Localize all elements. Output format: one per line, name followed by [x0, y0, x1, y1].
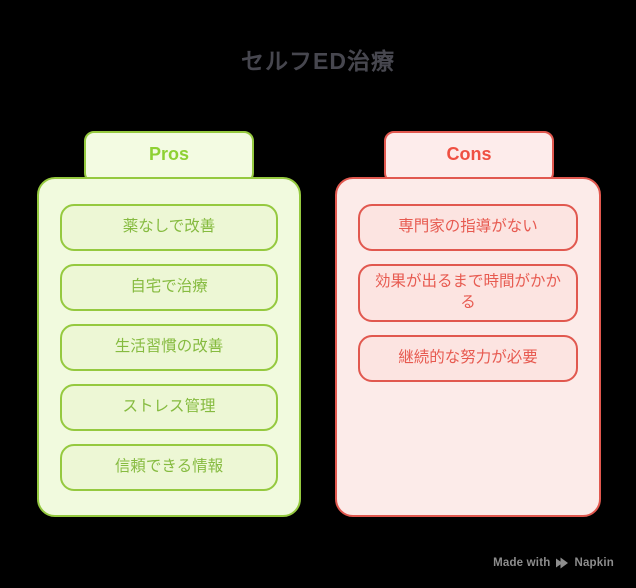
cons-card: 専門家の指導がない 効果が出るまで時間がかかる 継続的な努力が必要: [335, 177, 601, 517]
watermark-brand: Napkin: [574, 557, 614, 569]
pros-header-tab: Pros: [84, 131, 254, 183]
cons-header-tab: Cons: [384, 131, 554, 183]
pros-item: ストレス管理: [60, 384, 278, 431]
diagram-title: セルフED治療: [241, 48, 395, 74]
pros-header-label: Pros: [148, 144, 190, 164]
pros-item: 生活習慣の改善: [60, 324, 278, 371]
cons-item: 継続的な努力が必要: [358, 334, 578, 382]
watermark: Made with Napkin: [493, 556, 614, 570]
cons-item: 効果が出るまで時間がかかる: [358, 264, 578, 322]
cons-header-label: Cons: [446, 144, 492, 164]
watermark-prefix: Made with: [493, 557, 551, 569]
pros-card: 薬なしで改善 自宅で治療 生活習慣の改善 ストレス管理 信頼できる情報: [37, 177, 301, 517]
pros-item: 信頼できる情報: [60, 444, 278, 491]
pros-item: 薬なしで改善: [60, 204, 278, 251]
pros-item: 自宅で治療: [60, 264, 278, 311]
napkin-logo-icon: [555, 556, 569, 570]
cons-item: 専門家の指導がない: [358, 204, 578, 251]
